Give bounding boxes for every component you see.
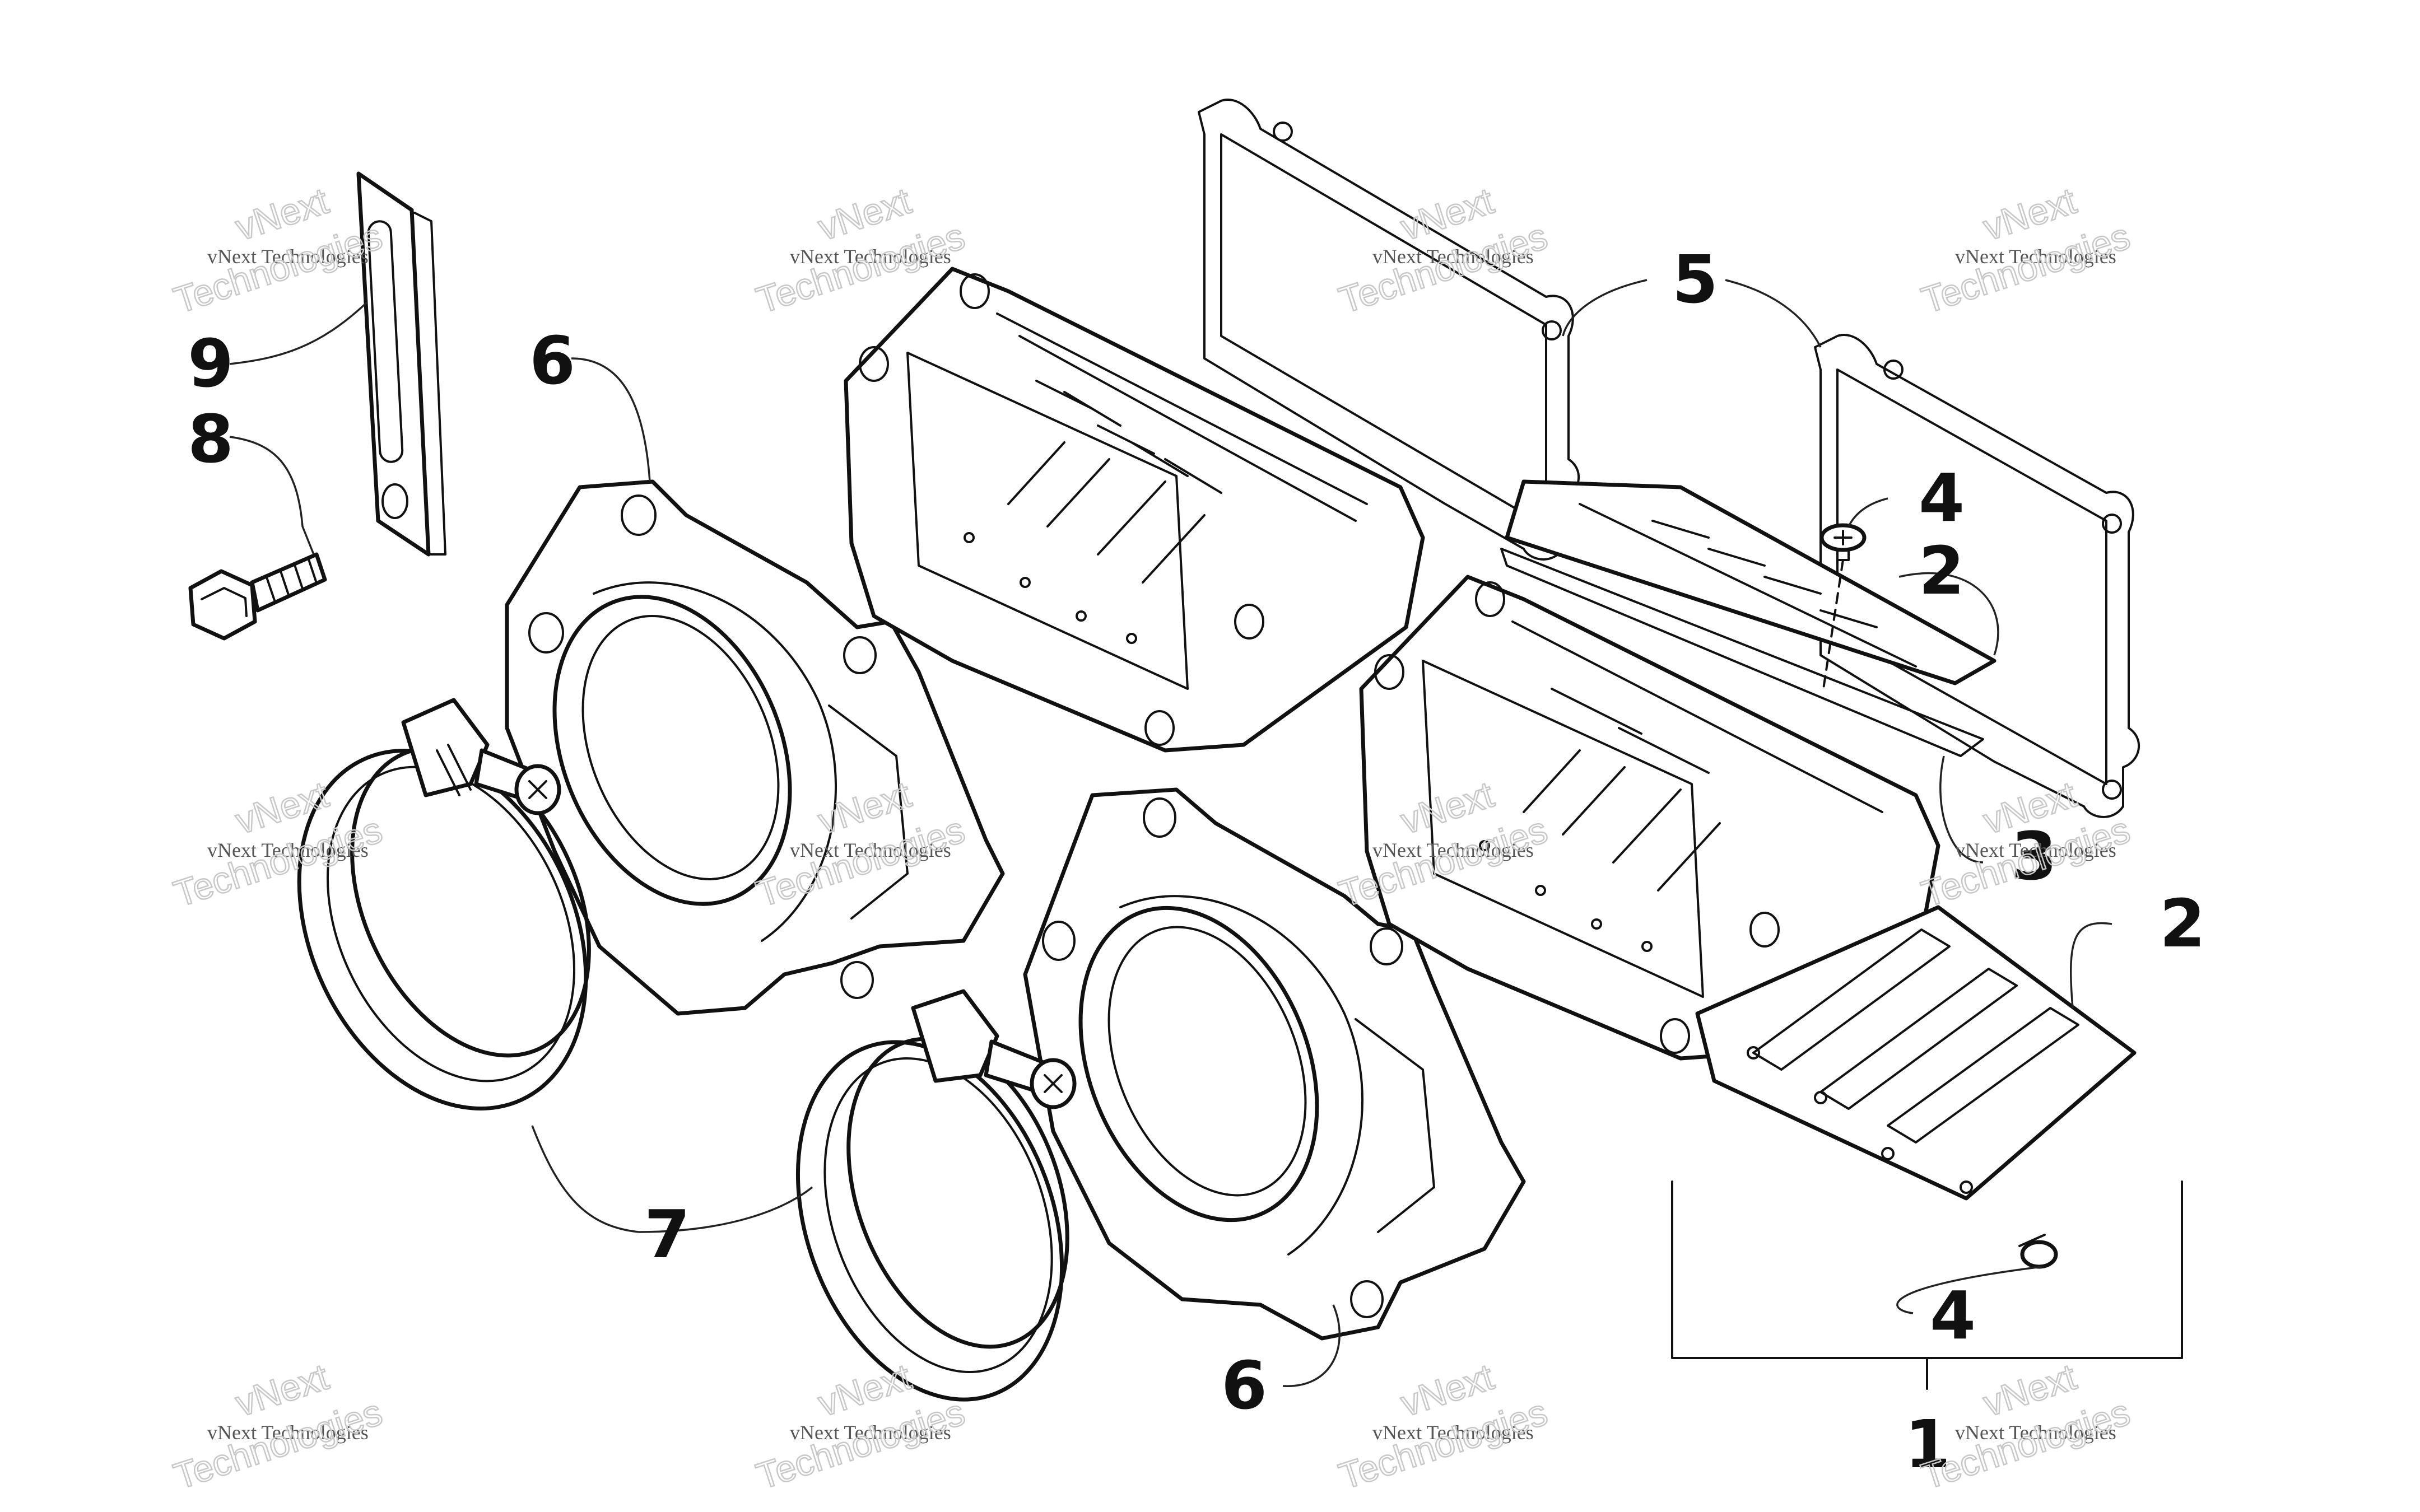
reed-block-right	[1359, 575, 1940, 1061]
svg-text:vNext Technologies: vNext Technologies	[1955, 245, 2116, 268]
callout-5: 5	[1672, 241, 1718, 318]
screw-lower-part-4	[2018, 1234, 2058, 1269]
watermark: vNext Technologies vNext Technologies	[1333, 179, 1553, 322]
slotted-plate-part-9	[356, 171, 446, 557]
svg-text:vNext Technologies: vNext Technologies	[207, 245, 369, 268]
svg-text:vNext Technologies: vNext Technologies	[1955, 1421, 2116, 1444]
callout-3: 3	[2011, 818, 2057, 895]
callout-8: 8	[188, 400, 234, 478]
callout-6-upper: 6	[529, 322, 575, 399]
svg-text:vNext Technologies: vNext Technologies	[1372, 245, 1534, 268]
reed-petal-part-2	[1505, 479, 1997, 685]
screw-upper-part-4	[1819, 523, 1867, 690]
stop-plate-part-3	[1500, 548, 1984, 757]
reed-petal-lower-part-2	[1695, 905, 2137, 1201]
svg-text:vNext Technologies: vNext Technologies	[1372, 839, 1534, 861]
watermark: vNext Technologies vNext Technologies	[751, 1355, 970, 1498]
callout-2-upper: 2	[1919, 532, 1965, 609]
intake-boot-left-part-6	[505, 479, 1005, 1016]
svg-text:vNext Technologies: vNext Technologies	[1372, 1421, 1534, 1444]
watermark: vNext Technologies vNext Technologies	[1333, 1355, 1553, 1498]
callout-4-upper: 4	[1919, 459, 1965, 536]
intake-boot-right-part-6	[1023, 787, 1526, 1341]
hose-clamp-left-part-7	[297, 698, 591, 1110]
callout-1: 1	[1905, 1406, 1951, 1483]
hex-bolt-part-8	[188, 552, 327, 641]
svg-text:vNext Technologies: vNext Technologies	[790, 245, 951, 268]
svg-text:vNext Technologies: vNext Technologies	[1955, 839, 2116, 861]
watermark: vNext Technologies vNext Technologies	[1916, 179, 2135, 322]
leader-lines	[229, 279, 2112, 1387]
watermark: vNext Technologies vNext Technologies	[168, 179, 388, 322]
callout-2-lower: 2	[2160, 885, 2205, 962]
assembly-bracket-part-1	[1671, 1180, 2183, 1390]
callout-4-lower: 4	[1930, 1277, 1976, 1354]
svg-text:vNext Technologies: vNext Technologies	[207, 1421, 369, 1444]
watermark: vNext Technologies vNext Technologies	[168, 1355, 388, 1498]
svg-text:vNext Technologies: vNext Technologies	[790, 1421, 951, 1444]
hose-clamp-right-part-7	[795, 989, 1077, 1402]
svg-text:vNext Technologies: vNext Technologies	[207, 839, 369, 861]
callout-6-lower: 6	[1221, 1347, 1267, 1424]
callout-labels: 9 8 6 5 4 2 3 2 4 7 6 1	[188, 241, 2205, 1483]
callout-9: 9	[188, 325, 234, 402]
callout-7: 7	[644, 1196, 690, 1273]
svg-text:vNext Technologies: vNext Technologies	[790, 839, 951, 861]
reed-block-left	[844, 267, 1425, 753]
